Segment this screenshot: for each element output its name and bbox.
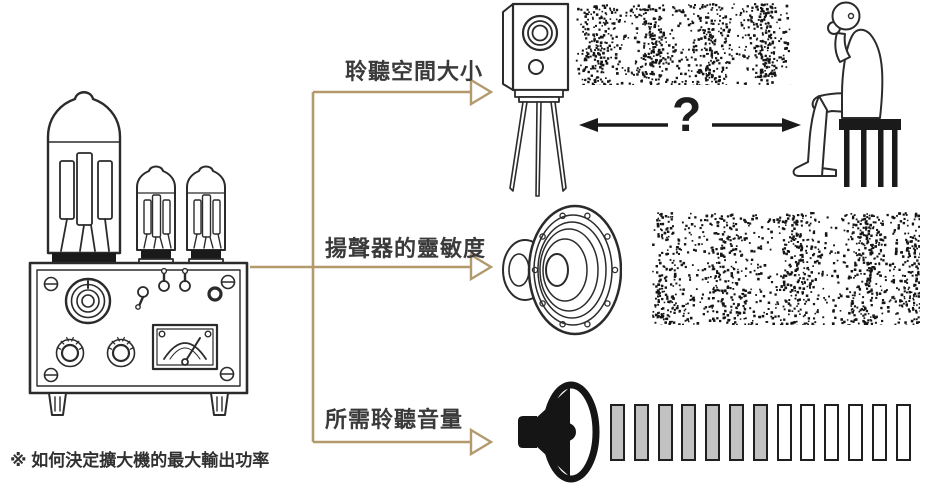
arrowhead-icon bbox=[469, 252, 494, 282]
volume-bar bbox=[681, 404, 697, 461]
ear bbox=[847, 12, 855, 20]
volume-bar bbox=[847, 404, 863, 461]
arrowhead-icon bbox=[469, 427, 494, 457]
volume-bar bbox=[824, 404, 840, 461]
torso bbox=[841, 28, 884, 119]
head bbox=[831, 1, 861, 31]
volume-bar bbox=[776, 404, 792, 461]
volume-bar bbox=[610, 404, 625, 461]
rotary-knob-icon bbox=[106, 336, 136, 368]
volume-bar bbox=[633, 404, 649, 461]
right-arrowhead-icon bbox=[782, 118, 801, 132]
volume-bar bbox=[871, 404, 887, 461]
branch-label-listening-volume: 所需聆聽音量 bbox=[325, 407, 464, 432]
connector-path bbox=[250, 90, 472, 444]
volume-bar bbox=[752, 404, 768, 461]
volume-bar bbox=[800, 404, 816, 461]
stand-leg bbox=[550, 101, 567, 192]
distance-arrows bbox=[579, 118, 801, 132]
seated-listener-icon bbox=[792, 1, 901, 187]
input-jack-icon bbox=[207, 286, 223, 302]
stand-leg bbox=[509, 101, 528, 192]
arrowhead-icon bbox=[469, 77, 494, 107]
branch-label-listening-space: 聆聽空間大小 bbox=[345, 59, 484, 84]
branch-label-speaker-sensitivity: 揚聲器的靈敏度 bbox=[325, 236, 487, 261]
toggle-switch-icon bbox=[135, 267, 191, 310]
power-transformer-dial bbox=[64, 277, 112, 325]
dust-cap bbox=[545, 253, 569, 287]
forearm bbox=[834, 32, 851, 63]
leg-and-shoe bbox=[792, 95, 828, 177]
vu-meter-icon bbox=[151, 323, 219, 371]
rotary-knob-icon bbox=[55, 336, 85, 368]
volume-bar bbox=[728, 404, 744, 461]
bookshelf-speaker-on-stand-icon bbox=[502, 2, 570, 197]
volume-level-meter bbox=[610, 404, 911, 461]
stand-leg bbox=[535, 101, 542, 197]
figure-caption: ※ 如何決定擴大機的最大輸出功率 bbox=[10, 451, 270, 470]
screw-icon bbox=[43, 274, 236, 383]
stool-icon bbox=[839, 119, 901, 187]
chassis-foot bbox=[48, 392, 229, 416]
left-arrowhead-icon bbox=[579, 118, 598, 132]
volume-bar bbox=[895, 404, 911, 461]
tube-amplifier-icon bbox=[28, 91, 249, 416]
vacuum-tube-small bbox=[186, 165, 226, 266]
vacuum-tube-small bbox=[136, 165, 176, 266]
sound-wave-dots bbox=[652, 212, 920, 325]
loudspeaker-icon bbox=[518, 381, 600, 483]
sound-wave-dots bbox=[575, 3, 791, 85]
question-mark: ? bbox=[672, 89, 702, 142]
speaker-driver-icon bbox=[502, 204, 622, 336]
amplifier-chassis bbox=[28, 261, 249, 416]
vacuum-tube-large bbox=[46, 91, 122, 274]
volume-bar bbox=[705, 404, 721, 461]
volume-bar bbox=[657, 404, 673, 461]
